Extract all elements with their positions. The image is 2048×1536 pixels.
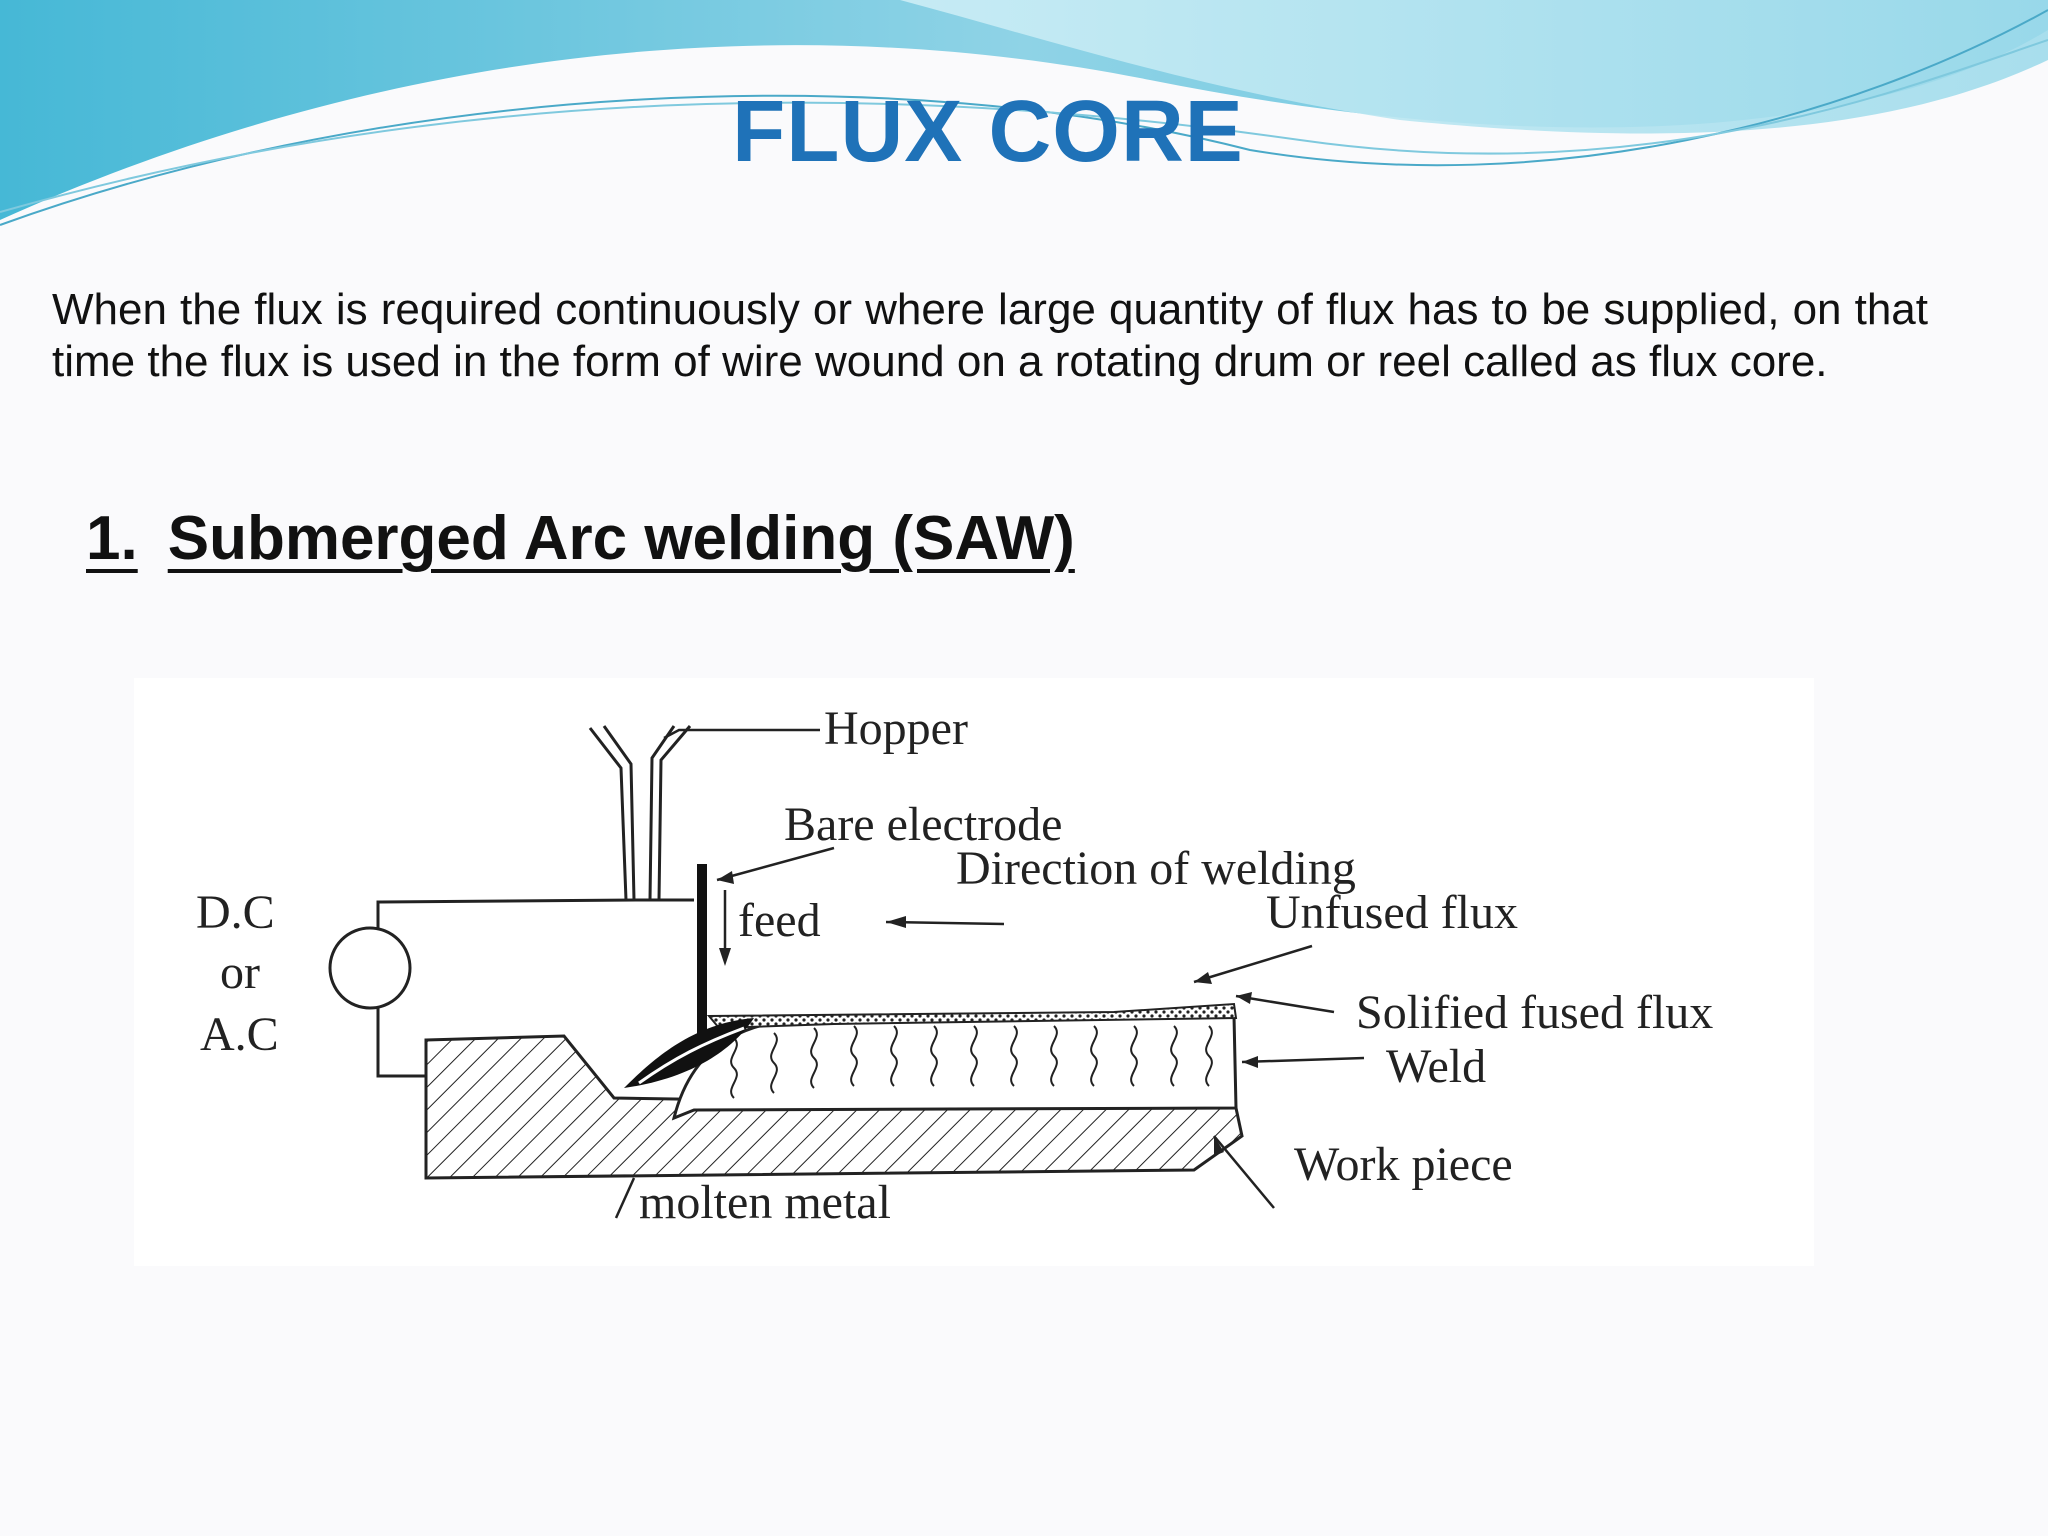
label-power-ac: A.C [200, 1008, 279, 1061]
label-power-dc: D.C [196, 886, 275, 939]
label-work-piece: Work piece [1294, 1138, 1513, 1191]
label-bare-electrode: Bare electrode [784, 798, 1062, 851]
label-weld: Weld [1386, 1040, 1486, 1093]
label-direction-of-welding: Direction of welding [956, 842, 1356, 895]
saw-diagram: Hopper Bare electrode Direction of weldi… [196, 702, 1713, 1229]
label-power-or: or [220, 946, 260, 999]
section-number: 1. [86, 504, 138, 573]
power-source-icon [328, 926, 412, 1010]
intro-paragraph: When the flux is required continuously o… [52, 285, 1928, 386]
hopper [588, 725, 692, 901]
label-hopper: Hopper [824, 702, 968, 755]
bare-electrode [697, 864, 707, 1034]
section-title: Submerged Arc welding (SAW) [167, 504, 1075, 573]
label-molten-metal: molten metal [639, 1176, 891, 1229]
section-heading: 1. Submerged Arc welding (SAW) [86, 504, 1075, 573]
label-unfused-flux: Unfused flux [1266, 886, 1518, 939]
saw-diagram-panel: Hopper Bare electrode Direction of weldi… [134, 678, 1814, 1266]
slide-title: FLUX CORE [732, 83, 1244, 180]
weld-bead [671, 1014, 1238, 1121]
label-feed: feed [738, 894, 821, 947]
header-wave-decoration [0, 0, 2048, 226]
label-solidified-fused-flux: Solified fused flux [1356, 986, 1713, 1039]
